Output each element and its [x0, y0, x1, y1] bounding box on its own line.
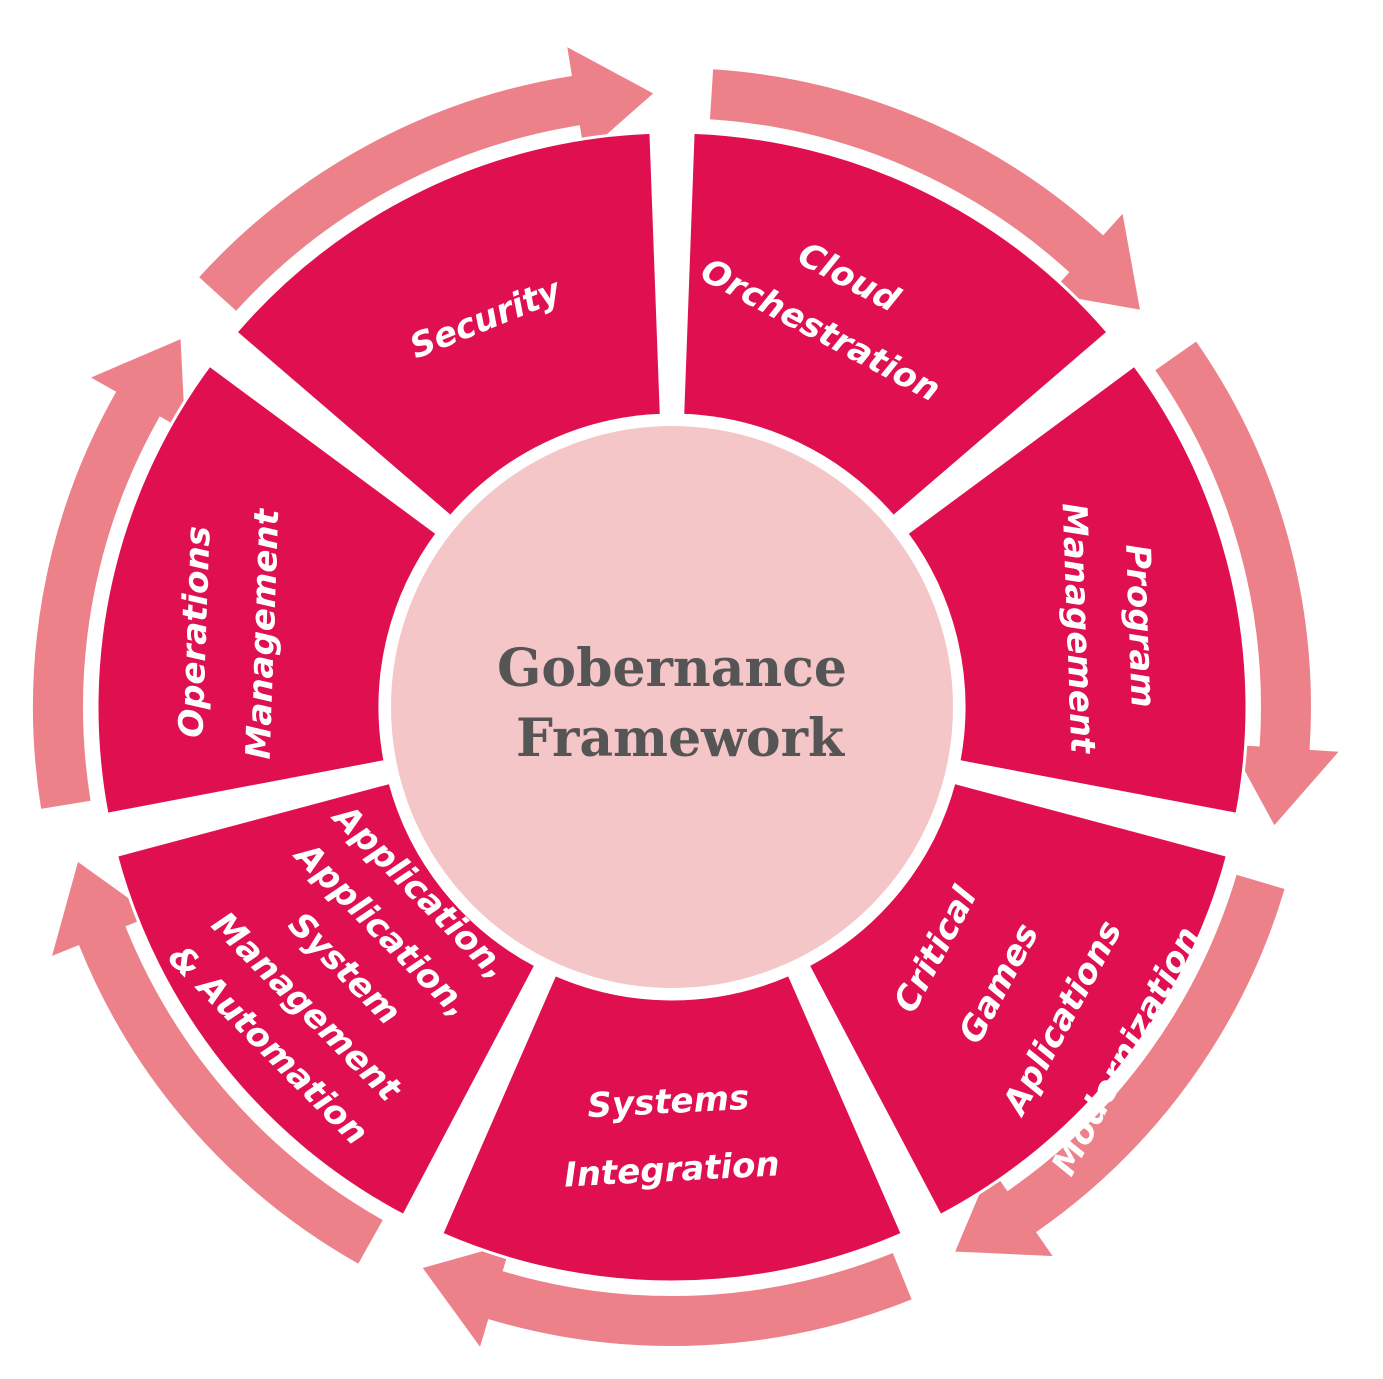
cycle-arrow-program-management — [1152, 338, 1343, 829]
segment-label-line: Operations — [171, 525, 218, 738]
cycle-arrow-systems-integration — [419, 1240, 915, 1352]
center-hub: Gobernance Framework — [379, 414, 965, 1000]
center-title-line2: Framework — [516, 708, 845, 769]
segment-label-line: Management — [1054, 502, 1103, 755]
segment-label-line: Management — [239, 507, 288, 760]
cycle-arrow-critical-games — [952, 872, 1288, 1259]
segment-label-program-management: Program Management — [1054, 502, 1163, 755]
cycle-arrow-cloud-orchestration — [707, 67, 1143, 313]
cycle-arrows — [30, 43, 1343, 1352]
segment-systems-integration — [439, 972, 905, 1284]
cycle-arrow-application-system — [49, 858, 386, 1267]
center-circle — [379, 414, 965, 1000]
cycle-arrow-security — [196, 43, 657, 314]
segment-label-operations-management: Operations Management — [171, 507, 288, 760]
segment-label-line: Program — [1117, 544, 1163, 709]
segment-label-line: Systems — [586, 1078, 750, 1126]
center-title-line1: Gobernance — [497, 638, 847, 699]
cycle-arrow-operations-management — [30, 336, 188, 812]
